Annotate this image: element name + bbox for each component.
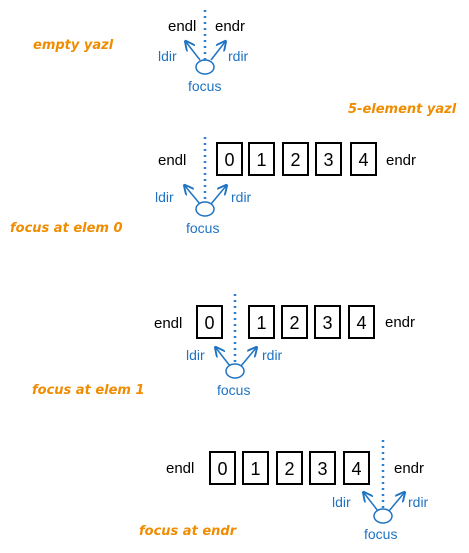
rdir-arrow xyxy=(210,186,226,205)
rdir-arrow xyxy=(210,42,225,61)
rdir-arrow xyxy=(240,348,256,367)
diagram-empty: endl endr ldir rdir focus empty yazl xyxy=(33,10,249,94)
rdir-label: rdir xyxy=(408,494,429,510)
cell-value: 1 xyxy=(256,150,266,170)
cell-4: 4 xyxy=(350,142,377,176)
ldir-arrow xyxy=(216,348,231,367)
ldir-label: ldir xyxy=(186,347,205,363)
cell-1: 1 xyxy=(248,305,275,339)
endl-label: endl xyxy=(154,315,182,332)
cell-value: 4 xyxy=(358,150,368,170)
endr-label: endr xyxy=(394,460,424,477)
cell-value: 4 xyxy=(356,313,366,333)
endl-label: endl xyxy=(166,460,194,477)
cell-4: 4 xyxy=(348,305,375,339)
cell-value: 0 xyxy=(224,150,234,170)
title-5-element: 5-element yazl xyxy=(348,102,457,117)
ldir-label: ldir xyxy=(155,189,174,205)
focus-label: focus xyxy=(188,78,221,94)
diagram-focus-elem-0: 5-element yazl endl 0 1 2 3 4 endr ldir … xyxy=(10,102,457,236)
endl-label: endl xyxy=(168,18,196,35)
focus-label: focus xyxy=(217,382,250,398)
cell-2: 2 xyxy=(276,451,303,485)
cell-4: 4 xyxy=(343,451,370,485)
focus-label: focus xyxy=(364,526,397,542)
cell-2: 2 xyxy=(282,142,309,176)
caption-empty: empty yazl xyxy=(33,38,114,53)
cell-0: 0 xyxy=(216,142,243,176)
cell-3: 3 xyxy=(315,142,342,176)
focus-node xyxy=(373,508,393,524)
ldir-label: ldir xyxy=(332,494,351,510)
cell-1: 1 xyxy=(242,451,269,485)
cell-value: 2 xyxy=(284,459,294,479)
endr-label: endr xyxy=(215,18,245,35)
focus-node xyxy=(195,201,215,217)
cell-0: 0 xyxy=(209,451,236,485)
cell-value: 3 xyxy=(323,150,333,170)
caption-focus-endr: focus at endr xyxy=(139,524,238,539)
focus-node xyxy=(225,363,245,379)
focus-label: focus xyxy=(186,220,219,236)
endr-label: endr xyxy=(386,152,416,169)
diagram-focus-elem-1: endl 0 1 2 3 4 endr ldir rdir focus focu… xyxy=(32,294,415,398)
ldir-arrow xyxy=(185,186,201,205)
cell-value: 4 xyxy=(351,459,361,479)
cell-value: 2 xyxy=(289,313,299,333)
rdir-arrow xyxy=(388,493,404,512)
diagram-focus-endr: endl 0 1 2 3 4 endr ldir rdir focus focu… xyxy=(139,440,429,542)
cell-value: 3 xyxy=(322,313,332,333)
cell-value: 1 xyxy=(250,459,260,479)
cell-value: 1 xyxy=(256,313,266,333)
cell-value: 2 xyxy=(290,150,300,170)
cell-3: 3 xyxy=(309,451,336,485)
endl-label: endl xyxy=(158,152,186,169)
rdir-label: rdir xyxy=(228,48,249,64)
cell-3: 3 xyxy=(314,305,341,339)
caption-focus-elem-1: focus at elem 1 xyxy=(32,383,145,398)
rdir-label: rdir xyxy=(231,189,252,205)
focus-node xyxy=(195,59,215,75)
cell-value: 0 xyxy=(204,313,214,333)
cell-2: 2 xyxy=(281,305,308,339)
endr-label: endr xyxy=(385,314,415,331)
cell-value: 3 xyxy=(317,459,327,479)
ldir-arrow xyxy=(364,493,379,512)
ldir-label: ldir xyxy=(158,48,177,64)
rdir-label: rdir xyxy=(262,347,283,363)
ldir-arrow xyxy=(186,42,201,61)
cell-value: 0 xyxy=(217,459,227,479)
cell-1: 1 xyxy=(248,142,275,176)
caption-focus-elem-0: focus at elem 0 xyxy=(10,221,123,236)
cell-0: 0 xyxy=(196,305,223,339)
